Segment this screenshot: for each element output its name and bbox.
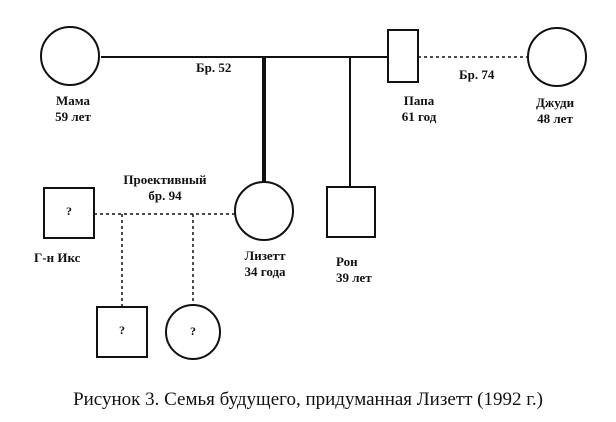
judy-circle	[527, 27, 587, 87]
projective-marriage-label: Проективный бр. 94	[110, 172, 220, 204]
ron-name: Рон	[336, 254, 358, 269]
mr-x-name: Г-н Икс	[34, 250, 81, 265]
marriage-label-parents: Бр. 52	[196, 60, 232, 75]
lizett-circle	[234, 181, 294, 241]
father-name: Папа	[403, 93, 435, 108]
father-label: Папа 61 год	[386, 93, 452, 125]
ron-age: 39 лет	[336, 270, 372, 285]
mother-circle	[40, 26, 100, 86]
lizett-age: 34 года	[244, 264, 286, 279]
child-daughter-circle	[165, 304, 221, 360]
child-son-question-mark: ?	[119, 323, 125, 337]
child-son-square	[96, 306, 148, 358]
projective-marriage-line2: бр. 94	[148, 188, 182, 203]
marriage-label-father-judy: Бр. 74	[459, 67, 495, 82]
ron-label: Рон 39 лет	[336, 254, 372, 286]
judy-age: 48 лет	[537, 111, 573, 126]
father-square	[387, 29, 419, 83]
mother-age: 59 лет	[55, 109, 91, 124]
mr-x-square	[43, 187, 95, 239]
ron-square	[326, 186, 376, 238]
lizett-name: Лизетт	[244, 248, 286, 263]
projective-marriage-line1: Проективный	[123, 172, 207, 187]
mother-name: Мама	[55, 93, 91, 108]
judy-name: Джуди	[535, 95, 575, 110]
child-daughter-question-mark: ?	[190, 324, 196, 338]
figure-caption: Рисунок 3. Семья будущего, придуманная Л…	[73, 389, 543, 410]
lizett-label: Лизетт 34 года	[230, 248, 300, 280]
judy-label: Джуди 48 лет	[520, 95, 590, 127]
father-age: 61 год	[401, 109, 437, 124]
mother-label: Мама 59 лет	[40, 93, 106, 125]
mr-x-question-mark: ?	[66, 204, 72, 218]
